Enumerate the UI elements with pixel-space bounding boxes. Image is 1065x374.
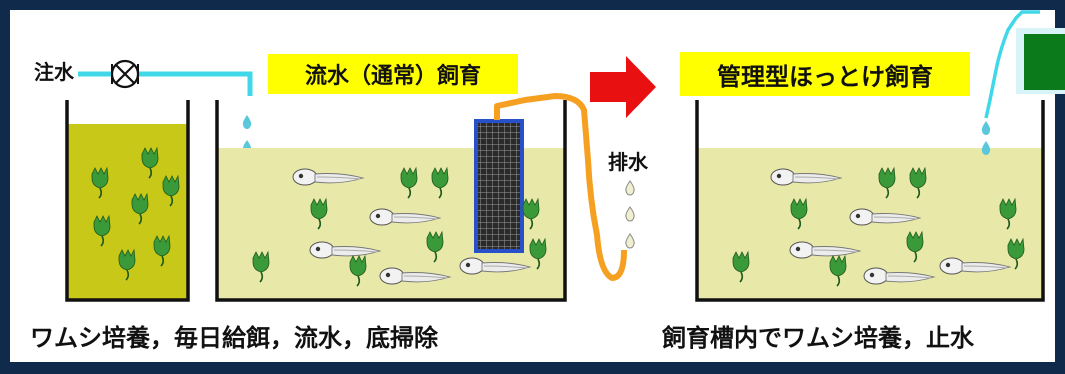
managed-title: 管理型ほっとけ飼育	[680, 52, 970, 96]
drain-pipe	[494, 93, 627, 281]
flowing-title: 流水（通常）飼育	[268, 54, 518, 94]
feed-tube	[984, 10, 1040, 119]
water-in-label: 注水	[34, 60, 74, 84]
filter-mesh-icon	[474, 119, 524, 253]
drain-label: 排水	[608, 150, 648, 174]
caption-right: 飼育槽内でワムシ培養，止水	[662, 324, 974, 352]
caption-left: ワムシ培養，毎日給餌，流水，底掃除	[30, 324, 438, 352]
inlet-pipe	[78, 59, 253, 96]
right-arrow-icon	[590, 56, 656, 118]
feed-container	[1016, 28, 1065, 94]
feed-drops	[981, 121, 991, 155]
drain-drops	[625, 180, 635, 249]
valve-icon	[110, 59, 140, 89]
